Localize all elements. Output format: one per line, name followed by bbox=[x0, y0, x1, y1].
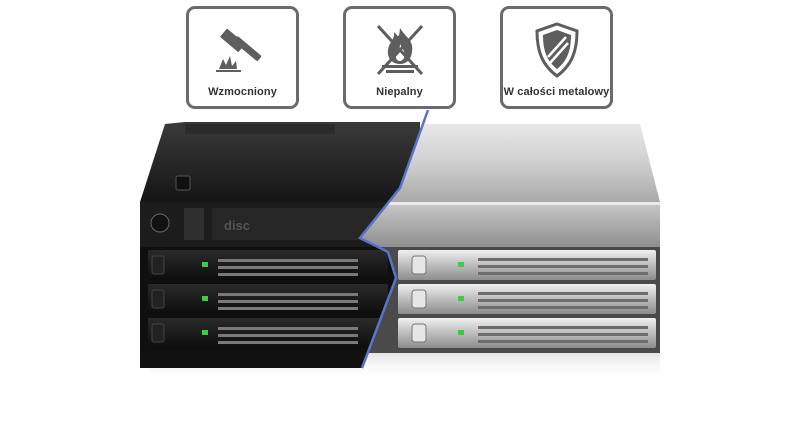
shield-icon bbox=[534, 22, 579, 78]
feature-label: Wzmocniony bbox=[208, 86, 277, 98]
feature-badge-fireproof: Niepalny bbox=[343, 6, 456, 109]
split-line bbox=[358, 110, 430, 369]
feature-label: Niepalny bbox=[376, 86, 423, 98]
front-label: disc bbox=[224, 218, 250, 233]
fireproof-icon bbox=[376, 24, 423, 76]
hammer-icon bbox=[215, 28, 261, 72]
feature-badges: Wzmocniony Niepalny W całości metalowy bbox=[0, 0, 800, 120]
feature-label: W całości metalowy bbox=[503, 86, 610, 98]
feature-badge-all-metal: W całości metalowy bbox=[500, 6, 613, 109]
drive-enclosure-illustration: disc bbox=[140, 110, 660, 381]
feature-badge-reinforced: Wzmocniony bbox=[186, 6, 299, 109]
